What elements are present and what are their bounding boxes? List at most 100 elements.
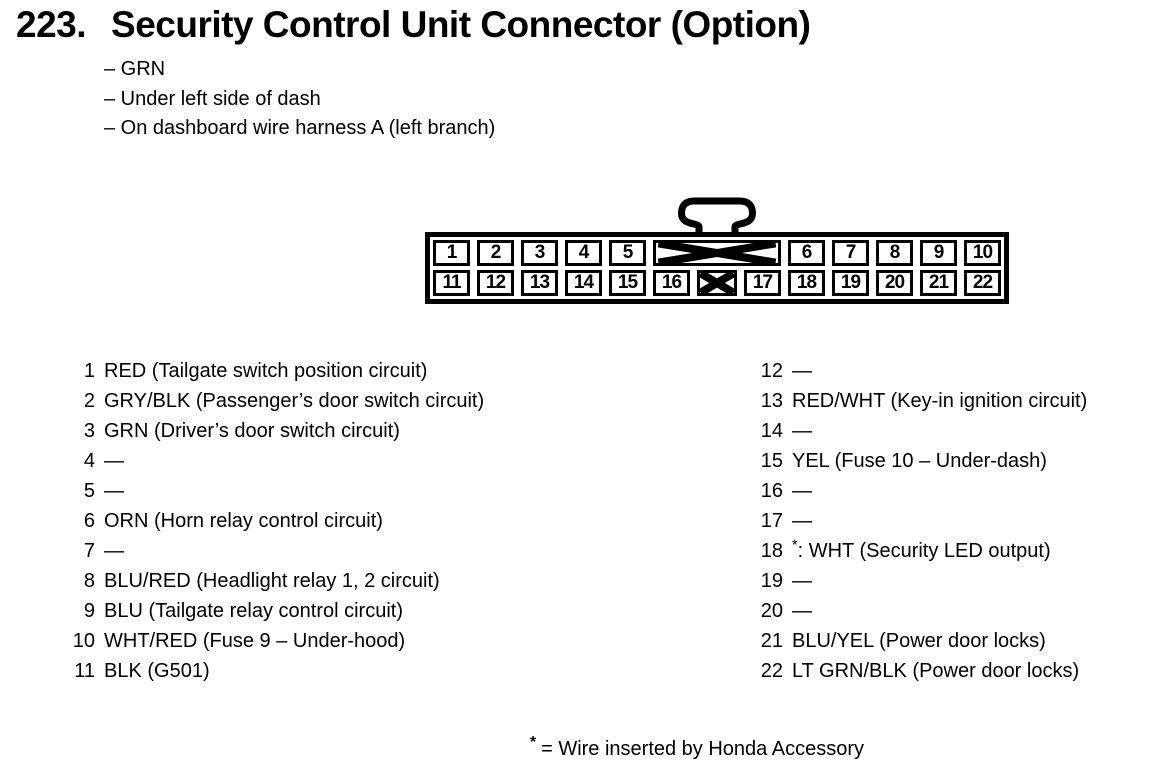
pin-number: 22 (760, 660, 783, 682)
pin-cell-15: 15 (609, 270, 646, 296)
pin-description: — (104, 540, 124, 562)
pin-description: YEL (Fuse 10 – Under-dash) (792, 450, 1047, 472)
pin-row-18: 18 *: WHT (Security LED output) (749, 536, 1087, 566)
pin-number: 13 (760, 390, 783, 412)
pin-description: BLU/RED (Headlight relay 1, 2 circuit) (104, 570, 440, 592)
location-notes: – GRN– Under left side of dash– On dashb… (104, 55, 495, 144)
pin-cell-4: 4 (565, 240, 602, 266)
pin-row-12: 12 — (749, 356, 1087, 386)
keyway-cross-small-icon (697, 270, 737, 296)
pin-cell-9: 9 (920, 240, 957, 266)
pin-row-20: 20 — (749, 596, 1087, 626)
pin-number: 11 (74, 660, 95, 682)
pin-description: BLU (Tailgate relay control circuit) (104, 600, 403, 622)
pin-row-4: 4— (61, 446, 484, 476)
pin-number: 17 (760, 510, 783, 532)
pin-cell-7: 7 (832, 240, 869, 266)
pin-cell-11: 11 (433, 270, 470, 296)
pin-description: — (104, 450, 124, 472)
pin-cell-17: 17 (744, 270, 781, 296)
page-title: 223. Security Control Unit Connector (Op… (16, 4, 811, 46)
pin-number: 1 (83, 360, 95, 382)
pin-description: — (104, 480, 124, 502)
pin-row-1: 1 RED (Tailgate switch position circuit) (61, 356, 484, 386)
footnote-text: = Wire inserted by Honda Accessory (541, 738, 864, 760)
pin-row-17: 17 — (749, 506, 1087, 536)
pin-row-5: 5— (61, 476, 484, 506)
pin-cell-1: 1 (433, 240, 470, 266)
pin-cell-6: 6 (788, 240, 825, 266)
pin-description: — (792, 420, 812, 442)
pin-cell-10: 10 (964, 240, 1001, 266)
pin-cell-2: 2 (477, 240, 514, 266)
pin-description: LT GRN/BLK (Power door locks) (792, 660, 1080, 682)
pin-number: 10 (72, 630, 95, 652)
pin-row-22: 22 LT GRN/BLK (Power door locks) (749, 656, 1087, 686)
pin-description: WHT/RED (Fuse 9 – Under-hood) (104, 630, 406, 652)
pin-cell-22: 22 (964, 270, 1001, 296)
pin-row-9: 9 BLU (Tailgate relay control circuit) (61, 596, 484, 626)
pin-cell-8: 8 (876, 240, 913, 266)
pin-number: 3 (83, 420, 95, 442)
pin-number: 12 (760, 360, 783, 382)
pin-row-7: 7— (61, 536, 484, 566)
pin-row-16: 16 — (749, 476, 1087, 506)
connector-latch-tab-icon (678, 197, 756, 234)
pin-row-2: 2 GRY/BLK (Passenger’s door switch circui… (61, 386, 484, 416)
pin-cell-14: 14 (565, 270, 602, 296)
pin-description: *: WHT (Security LED output) (792, 537, 1051, 562)
accessory-asterisk: * (792, 537, 798, 554)
pin-number: 16 (760, 480, 783, 502)
footnote: *= Wire inserted by Honda Accessory (530, 735, 864, 761)
pin-description: — (792, 510, 812, 532)
pin-cell-20: 20 (876, 270, 913, 296)
pin-description: BLK (G501) (104, 660, 210, 682)
pin-number: 6 (83, 510, 95, 532)
pin-description: ORN (Horn relay control circuit) (104, 510, 383, 532)
pin-row-6: 6 ORN (Horn relay control circuit) (61, 506, 484, 536)
pin-number: 18 (760, 540, 783, 562)
section-number: 223. (16, 4, 87, 45)
pin-number: 8 (83, 570, 95, 592)
pin-description: — (792, 360, 812, 382)
pin-description: GRN (Driver’s door switch circuit) (104, 420, 400, 442)
pin-description: — (792, 600, 812, 622)
pin-description: GRY/BLK (Passenger’s door switch circuit… (104, 390, 485, 412)
pin-row-13: 13 RED/WHT (Key-in ignition circuit) (749, 386, 1088, 416)
pin-row-10: 10 WHT/RED (Fuse 9 – Under-hood) (61, 626, 484, 656)
pin-number: 4 (83, 450, 95, 472)
pin-row-3: 3 GRN (Driver’s door switch circuit) (61, 416, 484, 446)
pin-number: 5 (83, 480, 95, 502)
pin-description: RED (Tailgate switch position circuit) (104, 360, 428, 382)
pin-description: BLU/YEL (Power door locks) (792, 630, 1046, 652)
pin-description: RED/WHT (Key-in ignition circuit) (792, 390, 1088, 412)
note-line-3: – On dashboard wire harness A (left bran… (104, 117, 496, 139)
pin-number: 7 (83, 540, 95, 562)
keyway-cross-wide-icon (653, 240, 781, 266)
pin-cell-19: 19 (832, 270, 869, 296)
pin-description: — (792, 480, 812, 502)
pin-cell-5: 5 (609, 240, 646, 266)
note-line-1: – GRN (104, 58, 166, 80)
pin-list-left: 1 RED (Tailgate switch position circuit) 2… (61, 356, 484, 686)
pin-row-11: 11 BLK (G501) (61, 656, 484, 686)
pin-row-19: 19— (749, 566, 1087, 596)
pin-row-8: 8 BLU/RED (Headlight relay 1, 2 circuit) (61, 566, 484, 596)
pin-number: 20 (760, 600, 783, 622)
pin-number: 9 (83, 600, 95, 622)
footnote-asterisk: * (530, 734, 537, 752)
pin-number: 2 (83, 390, 95, 412)
pin-cell-13: 13 (521, 270, 558, 296)
pin-cell-12: 12 (477, 270, 514, 296)
pin-number: 19 (760, 570, 783, 592)
pin-cell-16: 16 (653, 270, 690, 296)
pin-cell-3: 3 (521, 240, 558, 266)
